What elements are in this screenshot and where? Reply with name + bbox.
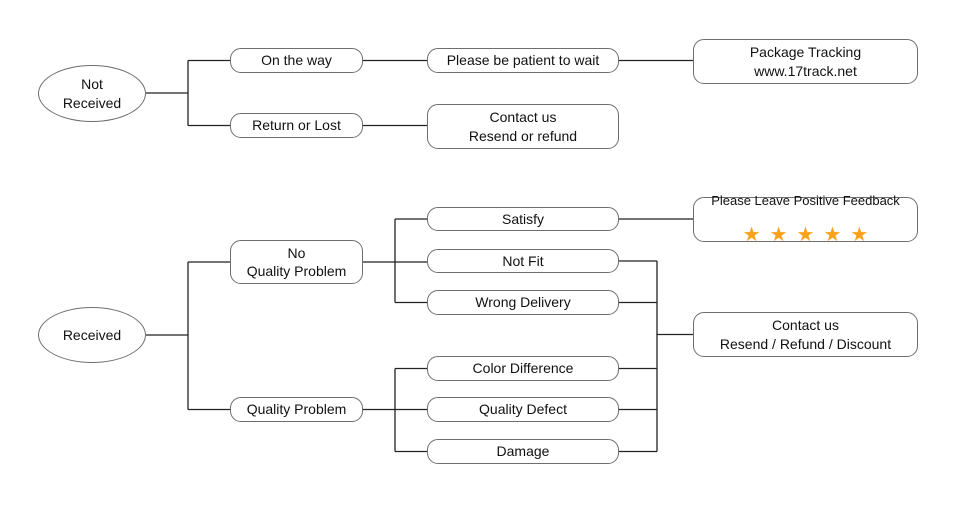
node-no-quality-problem: No Quality Problem bbox=[230, 240, 363, 284]
star-icon: ★ bbox=[823, 223, 842, 246]
node-on-the-way: On the way bbox=[230, 48, 363, 73]
star-rating: ★ ★ ★ ★ ★ bbox=[738, 211, 873, 245]
connector-path-top bbox=[146, 59, 693, 127]
star-icon: ★ bbox=[796, 223, 815, 246]
node-please-be-patient: Please be patient to wait bbox=[427, 48, 619, 73]
node-package-tracking: Package Tracking www.17track.net bbox=[693, 39, 918, 84]
node-contact-us-resend-refund: Contact us Resend or refund bbox=[427, 104, 619, 149]
star-icon: ★ bbox=[769, 223, 788, 246]
node-not-received: Not Received bbox=[38, 65, 146, 122]
node-wrong-delivery: Wrong Delivery bbox=[427, 290, 619, 315]
node-quality-problem: Quality Problem bbox=[230, 397, 363, 422]
node-positive-feedback: Please Leave Positive Feedback ★ ★ ★ ★ ★ bbox=[693, 193, 918, 245]
star-icon: ★ bbox=[850, 223, 869, 246]
node-color-difference: Color Difference bbox=[427, 356, 619, 381]
node-satisfy: Satisfy bbox=[427, 207, 619, 231]
node-damage: Damage bbox=[427, 439, 619, 464]
positive-feedback-label: Please Leave Positive Feedback bbox=[711, 193, 900, 209]
node-not-fit: Not Fit bbox=[427, 249, 619, 273]
star-icon: ★ bbox=[742, 223, 761, 246]
connector-path-bottom bbox=[146, 218, 693, 453]
node-contact-us-resend-refund-discount: Contact us Resend / Refund / Discount bbox=[693, 312, 918, 357]
node-return-or-lost: Return or Lost bbox=[230, 113, 363, 138]
node-received: Received bbox=[38, 307, 146, 363]
node-quality-defect: Quality Defect bbox=[427, 397, 619, 422]
